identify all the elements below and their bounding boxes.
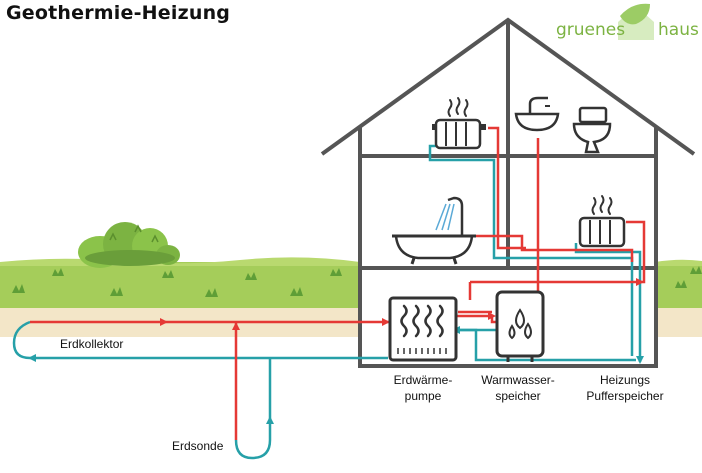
toilet-icon: [572, 106, 612, 154]
label-puffer-line1: Heizungs: [599, 373, 651, 387]
hot-pipes: [30, 126, 646, 440]
bathtub-icon: [392, 196, 476, 265]
water-tank-icon: [495, 290, 545, 362]
label-waermepumpe-line1: Erdwärme-: [393, 373, 453, 387]
brand-word-2: haus: [658, 20, 699, 40]
label-warmwasser-line1: Warmwasser-: [481, 373, 555, 387]
radiator-icon: [432, 97, 486, 150]
label-erdsonde: Erdsonde: [172, 439, 224, 453]
bush-icon: [78, 222, 180, 268]
label-waermepumpe-line2: pumpe: [404, 389, 442, 403]
sink-icon: [514, 96, 560, 132]
label-erdkollektor: Erdkollektor: [60, 337, 124, 351]
heat-pump-icon: [388, 296, 458, 362]
brand-logo: gruenes haus: [556, 20, 699, 40]
hot-arrows: [160, 278, 644, 330]
leaf-house-logo: [618, 3, 654, 40]
label-pufferspeicher: Heizungs Pufferspeicher: [570, 372, 680, 404]
cold-pipes: [12, 144, 642, 460]
label-waermepumpe: Erdwärme- pumpe: [378, 372, 468, 404]
page-title: Geothermie-Heizung: [6, 2, 231, 24]
label-warmwasserspeicher: Warmwasser- speicher: [468, 372, 568, 404]
brand-word-1: gruenes: [556, 20, 626, 40]
label-warmwasser-line2: speicher: [495, 389, 541, 403]
radiator-icon: [578, 195, 626, 248]
label-puffer-line2: Pufferspeicher: [586, 389, 664, 403]
